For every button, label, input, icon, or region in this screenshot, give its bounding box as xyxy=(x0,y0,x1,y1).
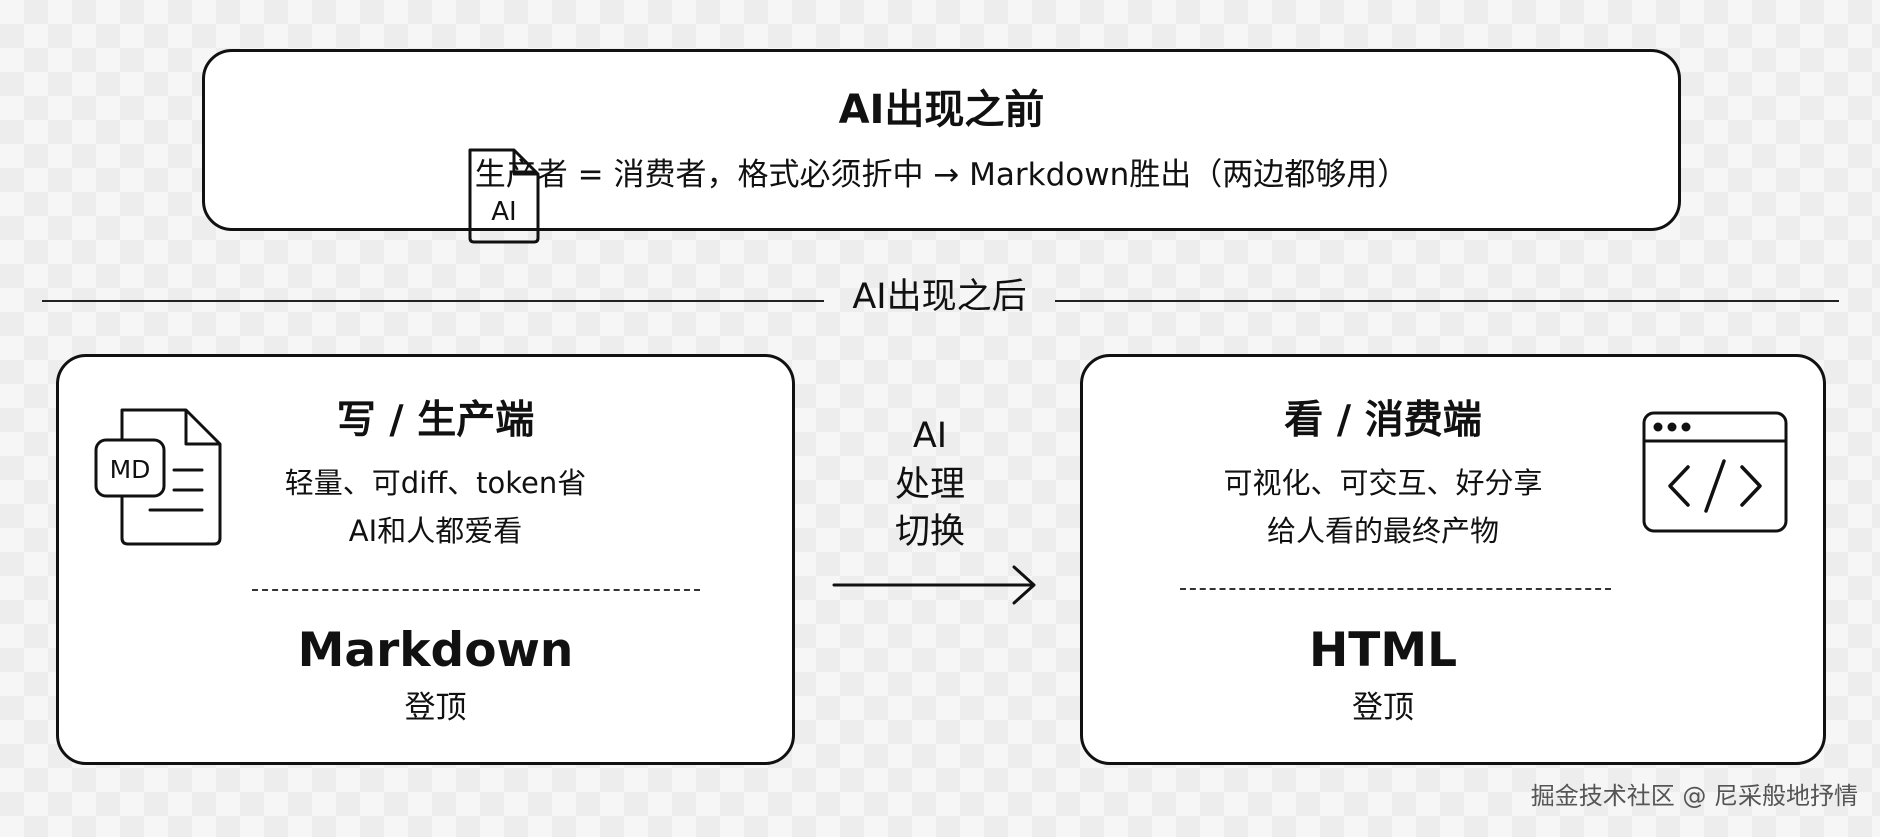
before-ai-panel: AI AI出现之前 生产者 = 消费者，格式必须折中 → Markdown胜出（… xyxy=(202,49,1681,244)
markdown-file-icon: MD xyxy=(94,408,222,546)
write-card-dashed-divider xyxy=(252,589,700,591)
read-card-title: 看 / 消费端 xyxy=(1284,398,1482,443)
read-card-format-name: HTML xyxy=(1308,623,1458,678)
write-card-status: 登顶 xyxy=(404,690,467,726)
divider-line-left xyxy=(42,300,824,302)
watermark: 掘金技术社区 @ 尼采般地抒情 xyxy=(1530,782,1858,810)
write-card-format-name: Markdown xyxy=(297,623,574,678)
before-ai-title: AI出现之前 xyxy=(838,87,1045,133)
before-ai-description: 生产者 = 消费者，格式必须折中 → Markdown胜出（两边都够用） xyxy=(474,157,1409,193)
write-card-feature-line2: AI和人都爱看 xyxy=(348,514,523,548)
read-card-dashed-divider xyxy=(1180,588,1611,590)
write-card-feature-line1: 轻量、可diff、token省 xyxy=(284,466,587,500)
ai-file-icon: AI xyxy=(468,148,540,244)
transition-label-line2: 处理 xyxy=(894,465,965,505)
code-window-icon xyxy=(1642,411,1788,533)
write-card-title: 写 / 生产端 xyxy=(336,398,535,443)
transition-label-line1: AI xyxy=(912,416,948,456)
transition-label-line3: 切换 xyxy=(894,512,965,552)
after-ai-divider-label: AI出现之后 xyxy=(852,277,1027,317)
read-card-feature-line2: 给人看的最终产物 xyxy=(1266,514,1499,548)
markdown-file-icon-label: MD xyxy=(110,455,151,484)
divider-line-right xyxy=(1055,300,1839,302)
read-card-feature-line1: 可视化、可交互、好分享 xyxy=(1223,466,1543,500)
read-card-status: 登顶 xyxy=(1352,690,1414,726)
ai-file-icon-label: AI xyxy=(491,197,516,227)
right-arrow-icon xyxy=(832,565,1036,605)
